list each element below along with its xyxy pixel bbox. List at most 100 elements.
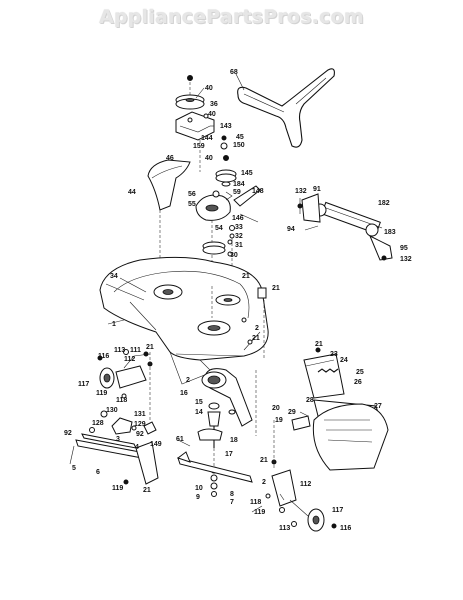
- callout: 129: [134, 421, 146, 428]
- callout: 113: [279, 525, 290, 532]
- callout: 143: [220, 123, 232, 130]
- callout: 3: [116, 436, 120, 443]
- callout: 119: [254, 509, 265, 516]
- callout: 5: [72, 465, 76, 472]
- leader-lines: [107, 73, 319, 513]
- callout: 94: [287, 226, 295, 233]
- anti-scalp-roller-assembly: [297, 193, 393, 261]
- callout: 30: [230, 252, 238, 259]
- callout: 32: [235, 233, 243, 240]
- callout: 24: [340, 357, 348, 364]
- callout: 15: [195, 399, 203, 406]
- center-pulley-group: [195, 169, 237, 290]
- front-link-assembly: [69, 410, 159, 485]
- callout: 16: [180, 390, 188, 397]
- callout: 2: [262, 479, 266, 486]
- callout: 40: [205, 85, 213, 92]
- callout: 159: [193, 143, 205, 150]
- callout: 40: [205, 155, 213, 162]
- callout: 119: [112, 485, 123, 492]
- callout: 26: [354, 379, 362, 386]
- callout: 150: [233, 142, 245, 149]
- callout: 23: [330, 351, 338, 358]
- callout: 116: [340, 525, 351, 532]
- callout: 95: [400, 245, 408, 252]
- callout: 45: [236, 134, 244, 141]
- callout-labels: 68 40 36 40 143 144 45 150 159 40 46 145…: [64, 69, 412, 532]
- callout: 111: [130, 347, 141, 354]
- callout: 92: [136, 431, 144, 438]
- callout: 44: [128, 189, 136, 196]
- callout: 132: [295, 188, 307, 195]
- callout: 10: [195, 485, 203, 492]
- callout: 112: [124, 356, 135, 363]
- callout: 46: [166, 155, 174, 162]
- callout: 8: [230, 491, 234, 498]
- callout: 118: [116, 397, 127, 404]
- callout: 128: [92, 420, 104, 427]
- callout: 2: [186, 377, 190, 384]
- watermark-header: AppliancePartsPros.com: [99, 6, 364, 28]
- mower-deck: [99, 256, 269, 385]
- callout: 2: [255, 325, 259, 332]
- callout: 116: [98, 353, 109, 360]
- callout: 131: [134, 411, 146, 418]
- callout: 54: [215, 225, 223, 232]
- drive-belt: [237, 68, 335, 148]
- mower-blade: [176, 451, 253, 483]
- callout: 91: [313, 186, 321, 193]
- callout: 118: [250, 499, 261, 506]
- callout: 113: [114, 347, 125, 354]
- callout: 18: [230, 437, 238, 444]
- callout: 25: [356, 369, 364, 376]
- callout: 68: [230, 69, 238, 76]
- callout: 31: [235, 242, 243, 249]
- callout: 130: [106, 407, 118, 414]
- callout: 29: [288, 409, 296, 416]
- callout: 55: [188, 201, 196, 208]
- callout: 183: [384, 229, 396, 236]
- callout: 117: [78, 381, 89, 388]
- callout: 146: [232, 215, 244, 222]
- callout: 21: [242, 273, 250, 280]
- callout: 21: [146, 344, 154, 351]
- callout: 56: [188, 191, 196, 198]
- idler-pulley-stack: [175, 75, 229, 172]
- callout: 59: [233, 189, 241, 196]
- callout: 6: [96, 469, 100, 476]
- callout: 21: [315, 341, 323, 348]
- callout: 9: [196, 494, 200, 501]
- callout: 7: [230, 499, 234, 506]
- callout: 4: [135, 444, 139, 451]
- callout: 1: [112, 321, 116, 328]
- callout: 27: [374, 403, 382, 410]
- callout: 40: [208, 111, 216, 118]
- callout: 119: [96, 390, 107, 397]
- callout: 149: [150, 441, 162, 448]
- idler-arm: [233, 185, 261, 223]
- spring-and-chute-assembly: [291, 347, 389, 471]
- callout: 34: [110, 273, 118, 280]
- callout: 36: [210, 101, 218, 108]
- callout: 14: [195, 409, 203, 416]
- callout: 21: [252, 335, 260, 342]
- callout: 182: [378, 200, 390, 207]
- callout: 148: [252, 188, 264, 195]
- callout: 21: [260, 457, 268, 464]
- callout: 184: [233, 181, 245, 188]
- callout: 92: [64, 430, 72, 437]
- callout: 144: [201, 135, 213, 142]
- callout: 112: [300, 481, 311, 488]
- spindle-housing: [197, 368, 253, 497]
- left-gauge-wheel: [97, 349, 153, 399]
- callout: 33: [235, 224, 243, 231]
- callout: 132: [400, 256, 412, 263]
- callout: 61: [176, 436, 184, 443]
- callout: 145: [241, 170, 253, 177]
- assembly-guides: [149, 300, 275, 470]
- right-gauge-wheel: [265, 459, 337, 532]
- callout: 20: [272, 405, 280, 412]
- callout: 28: [306, 397, 314, 404]
